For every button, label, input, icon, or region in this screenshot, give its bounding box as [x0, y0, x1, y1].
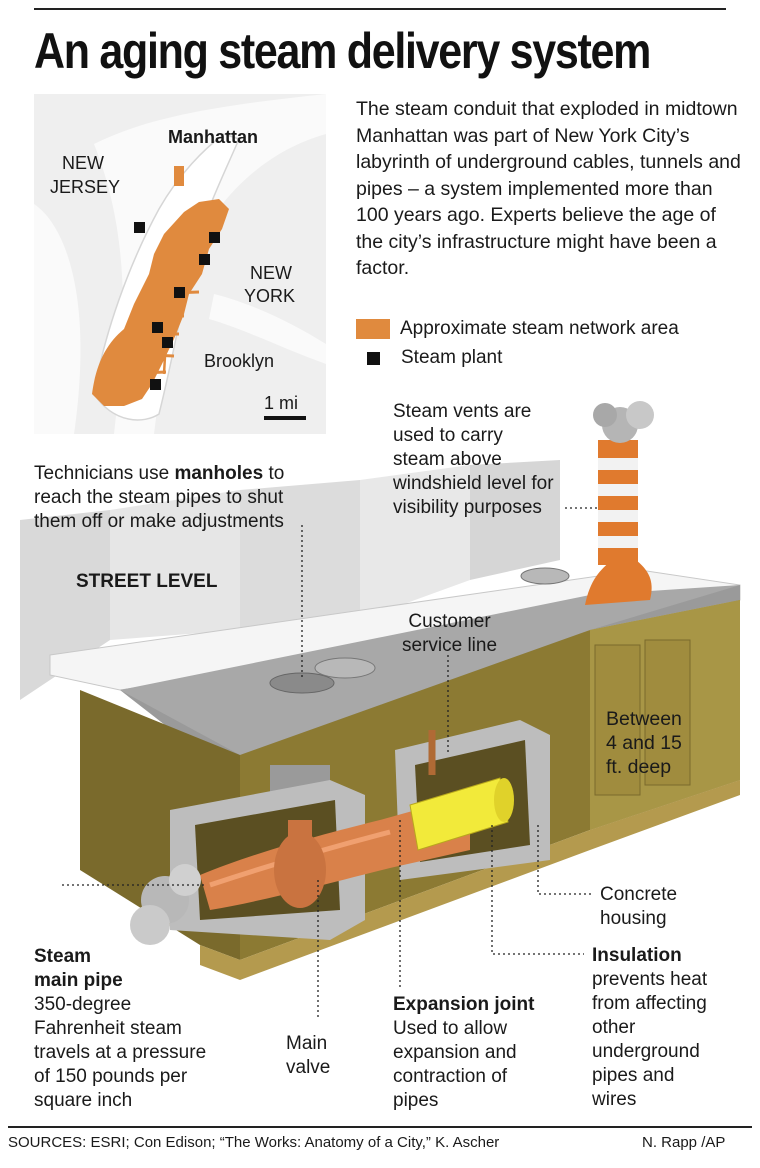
top-rule	[34, 8, 726, 10]
manhattan-map	[34, 94, 326, 434]
page-title: An aging steam delivery system	[34, 23, 651, 79]
plant-swatch	[367, 351, 380, 365]
insulation-label: Insulation prevents heat from affecting …	[592, 945, 708, 1110]
vents-label: Steam vents are used to carry steam abov…	[393, 401, 554, 518]
map-label-new-york-2: YORK	[244, 286, 296, 306]
map-label-brooklyn: Brooklyn	[204, 351, 275, 371]
expansion-joint-label: Expansion joint Used to allow expansion …	[393, 994, 535, 1111]
manholes-label: Technicians use manholes to reach the st…	[34, 463, 285, 532]
depth-label: Between 4 and 15 ft. deep	[606, 708, 682, 778]
legend-plant-label: Steam plant	[401, 347, 503, 368]
concrete-housing-label: Concrete housing	[600, 884, 678, 929]
map-scale-label: 1 mi	[264, 393, 299, 413]
network-swatch	[356, 319, 390, 339]
steam-system-illustration	[20, 401, 741, 1018]
map-label-new-york-1: NEW	[250, 263, 292, 283]
intro-paragraph: The steam conduit that exploded in midto…	[356, 98, 741, 279]
legend-network: Approximate steam network area	[356, 318, 679, 340]
main-valve-label: Main valve	[286, 1033, 331, 1078]
street-level-label: STREET LEVEL	[76, 571, 218, 592]
map-label-manhattan: Manhattan	[168, 127, 258, 147]
bottom-rule	[8, 1126, 752, 1128]
author-credit: N. Rapp /AP	[642, 1134, 726, 1151]
sources-credit: SOURCES: ESRI; Con Edison; “The Works: A…	[8, 1134, 500, 1151]
map-label-new-jersey-2: JERSEY	[50, 177, 121, 197]
steam-main-pipe-label: Steam main pipe 350-degree Fahrenheit st…	[34, 946, 207, 1111]
customer-service-label: Customer service line	[402, 611, 498, 656]
legend-plant: Steam plant	[356, 347, 502, 369]
legend-network-label: Approximate steam network area	[400, 318, 679, 339]
map-label-new-jersey-1: NEW	[62, 153, 104, 173]
